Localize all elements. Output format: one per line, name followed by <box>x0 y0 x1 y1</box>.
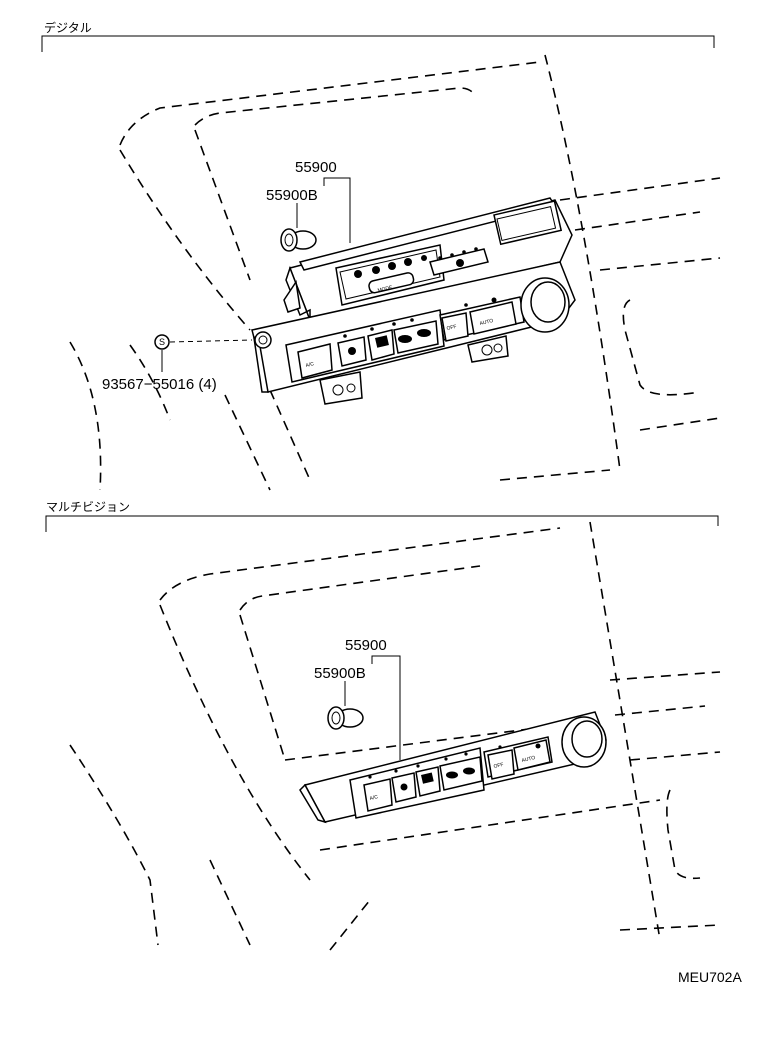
dash-outline <box>194 87 476 126</box>
auto-indicator <box>491 297 497 303</box>
screw-marker-circle <box>154 334 170 350</box>
mounting-bracket <box>319 371 363 405</box>
mode-button-label: MODE <box>377 285 394 294</box>
section-title-multivision: マルチビジョン <box>46 500 130 514</box>
dash-outline <box>499 469 611 481</box>
recirc-air-icon-mv <box>463 767 475 775</box>
off-button-mv[interactable] <box>487 749 515 780</box>
mounting-bracket <box>467 335 509 363</box>
bulb-55900b <box>280 228 317 252</box>
part-number-bulb: 55900B <box>266 187 318 204</box>
dash-outline <box>119 61 541 146</box>
dash-outline <box>239 614 286 761</box>
part-number-assembly-mv: 55900 <box>345 637 387 654</box>
fan-icon <box>456 259 464 267</box>
auto-button-mv[interactable] <box>513 739 551 771</box>
button-indicator-lamps-mv <box>368 745 502 779</box>
dash-outline <box>209 859 251 946</box>
dash-outline <box>622 299 701 396</box>
side-tab <box>283 279 301 313</box>
fresh-air-icon <box>398 335 412 343</box>
off-button-label-mv: OFF <box>493 762 504 770</box>
defrost-icon <box>348 347 356 355</box>
part-number-bulb-mv: 55900B <box>314 665 366 682</box>
recirc-air-icon <box>417 329 431 337</box>
recirc-button[interactable] <box>393 320 439 354</box>
ac-button-label: A/C <box>305 361 315 369</box>
fresh-air-icon-mv <box>446 771 458 779</box>
dash-outline <box>319 799 661 851</box>
airflow-mode-icons <box>354 255 427 278</box>
dash-outline <box>159 527 561 601</box>
section-multivision: マルチビジョン A/C <box>45 500 721 951</box>
part-number-assembly: 55900 <box>295 159 337 176</box>
recirc-button-mv[interactable] <box>439 756 483 791</box>
bulb-55900b-mv <box>327 706 364 730</box>
dash-outline <box>129 344 171 421</box>
auto-button-label-mv: AUTO <box>521 755 536 764</box>
button-indicator-lamps <box>343 303 468 338</box>
defrost-icon-mv <box>400 783 408 791</box>
auto-button-label: AUTO <box>479 318 494 327</box>
off-button-label: OFF <box>446 324 457 332</box>
section-title-digital: デジタル <box>44 20 92 35</box>
dash-outline <box>69 744 159 946</box>
dash-outline <box>329 899 371 951</box>
dash-outline <box>119 149 251 331</box>
mounting-hole <box>254 331 272 349</box>
screw-marker-letter: S <box>159 337 165 347</box>
section-digital: デジタル <box>41 20 721 491</box>
dash-outline <box>159 604 311 881</box>
dash-outline <box>666 789 701 880</box>
leader-line <box>371 655 401 760</box>
indicator-lamps <box>438 247 478 260</box>
dash-outline <box>559 177 721 201</box>
section-bracket-multivision <box>45 515 719 532</box>
ac-button-mv[interactable] <box>363 778 393 812</box>
auto-button[interactable] <box>469 301 517 335</box>
off-button[interactable] <box>441 312 469 342</box>
auto-indicator-mv <box>535 743 541 749</box>
ac-button-label-mv: A/C <box>369 794 379 802</box>
climate-control-display-unit: MODE <box>283 197 573 321</box>
dash-outline <box>574 211 701 231</box>
dash-outline <box>639 417 721 431</box>
dash-outline <box>589 521 661 941</box>
dash-outline <box>599 257 721 271</box>
mode-button[interactable] <box>368 272 415 294</box>
climate-control-button-unit-mv: A/C OFF AUTO <box>299 711 607 824</box>
dash-outline <box>239 565 481 611</box>
section-bracket-digital <box>41 35 715 52</box>
dash-outline <box>619 924 721 931</box>
dash-outline <box>614 705 706 716</box>
rear-defog-icon <box>375 335 389 348</box>
leader-line <box>323 177 351 243</box>
part-number-screw: 93567−55016 (4) <box>102 376 217 393</box>
dash-outline <box>609 671 721 681</box>
dash-outline <box>629 751 721 761</box>
dash-outline <box>269 389 311 481</box>
dash-outline <box>194 129 251 281</box>
rear-defog-icon-mv <box>420 772 434 784</box>
dash-outline <box>69 341 102 491</box>
climate-control-button-unit: A/C OFF AUTO <box>251 261 576 405</box>
diagram-code: MEU702A <box>678 969 742 985</box>
leader-line <box>169 339 253 343</box>
dash-outline <box>224 394 271 491</box>
ac-button[interactable] <box>297 343 333 379</box>
